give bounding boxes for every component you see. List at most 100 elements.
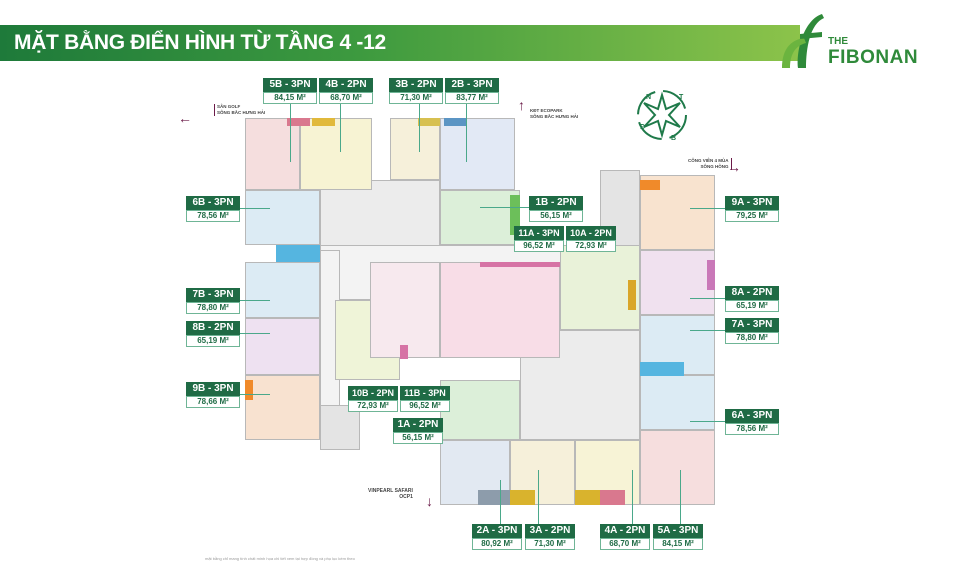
unit-area: 84,15 M²	[263, 92, 317, 104]
unit-6a[interactable]	[640, 375, 715, 430]
balcony-accent	[400, 345, 408, 359]
unit-area: 78,66 M²	[186, 396, 240, 408]
unit-area: 68,70 M²	[319, 92, 373, 104]
unit-code: 11A - 3PN	[514, 226, 564, 240]
arrow-left-icon: ←	[178, 110, 192, 126]
unit-4b[interactable]	[300, 118, 372, 190]
unit-3b[interactable]	[390, 118, 440, 180]
unit-code: 9A - 3PN	[725, 196, 779, 210]
balcony-accent	[245, 380, 253, 400]
unit-10a[interactable]	[560, 245, 640, 330]
leader-line	[500, 480, 501, 524]
unit-area: 83,77 M²	[445, 92, 499, 104]
page-title: MẶT BẰNG ĐIỂN HÌNH TỪ TẦNG 4 -12	[14, 31, 386, 54]
arrow-right-icon: →	[727, 159, 741, 175]
unit-area: 56,15 M²	[393, 432, 443, 444]
leader-line	[240, 208, 270, 209]
unit-6b[interactable]	[245, 190, 320, 245]
unit-code: 4A - 2PN	[600, 524, 650, 538]
leader-line	[240, 300, 270, 301]
direction-text: SÔNG BẮC HƯNG HẢI	[530, 114, 579, 119]
unit-code: 10A - 2PN	[566, 226, 616, 240]
unit-area: 96,52 M²	[400, 400, 450, 412]
unit-code: 3B - 2PN	[389, 78, 443, 92]
compass-b: B	[671, 135, 676, 142]
balcony-accent	[287, 118, 310, 126]
unit-9b[interactable]	[245, 375, 320, 440]
unit-area: 68,70 M²	[600, 538, 650, 550]
unit-area: 72,93 M²	[566, 240, 616, 252]
unit-area: 56,15 M²	[529, 210, 583, 222]
unit-code: 2B - 3PN	[445, 78, 499, 92]
unit-7b[interactable]	[245, 262, 320, 318]
unit-8b[interactable]	[245, 318, 320, 375]
unit-code: 6A - 3PN	[725, 409, 779, 423]
direction-text: SÂN GOLF	[217, 104, 241, 109]
logo-the: THE	[828, 36, 848, 47]
unit-1b[interactable]	[440, 190, 520, 245]
unit-8a[interactable]	[640, 250, 715, 315]
unit-area: 72,93 M²	[348, 400, 398, 412]
unit-code: 9B - 3PN	[186, 382, 240, 396]
balcony-accent	[707, 260, 715, 290]
unit-2b[interactable]	[440, 118, 515, 190]
balcony-accent	[600, 490, 625, 505]
unit-area: 79,25 M²	[725, 210, 779, 222]
unit-area: 96,52 M²	[514, 240, 564, 252]
unit-11b[interactable]	[370, 262, 440, 358]
leader-line	[240, 333, 270, 334]
logo-f-icon	[782, 14, 824, 68]
unit-code: 7B - 3PN	[186, 288, 240, 302]
stair-left	[320, 405, 360, 450]
direction-text: OCP1	[399, 494, 413, 500]
unit-code: 11B - 3PN	[400, 386, 450, 400]
unit-11a[interactable]	[440, 262, 560, 358]
unit-code: 4B - 2PN	[319, 78, 373, 92]
leader-line	[680, 470, 681, 524]
leader-line	[419, 102, 420, 152]
balcony-accent	[640, 180, 660, 190]
unit-code: 5A - 3PN	[653, 524, 703, 538]
direction-text: SÔNG BẮC HƯNG HẢI	[217, 110, 266, 115]
leader-line	[632, 470, 633, 524]
unit-area: 71,30 M²	[525, 538, 575, 550]
balcony-accent	[510, 490, 535, 505]
balcony-accent	[640, 362, 684, 376]
unit-code: 8A - 2PN	[725, 286, 779, 300]
leader-line	[466, 102, 467, 162]
unit-code: 7A - 3PN	[725, 318, 779, 332]
unit-code: 5B - 3PN	[263, 78, 317, 92]
unit-area: 65,19 M²	[186, 335, 240, 347]
unit-5a[interactable]	[640, 430, 715, 505]
unit-code: 1A - 2PN	[393, 418, 443, 432]
unit-area: 78,56 M²	[186, 210, 240, 222]
balcony-accent	[510, 195, 520, 235]
unit-area: 65,19 M²	[725, 300, 779, 312]
balcony-accent	[276, 245, 320, 262]
leader-line	[340, 102, 341, 152]
leader-line	[690, 208, 725, 209]
balcony-accent	[575, 490, 600, 505]
direction-text: VINPEARL SAFARI	[368, 488, 413, 494]
unit-1a[interactable]	[440, 380, 520, 440]
unit-5b[interactable]	[245, 118, 300, 190]
